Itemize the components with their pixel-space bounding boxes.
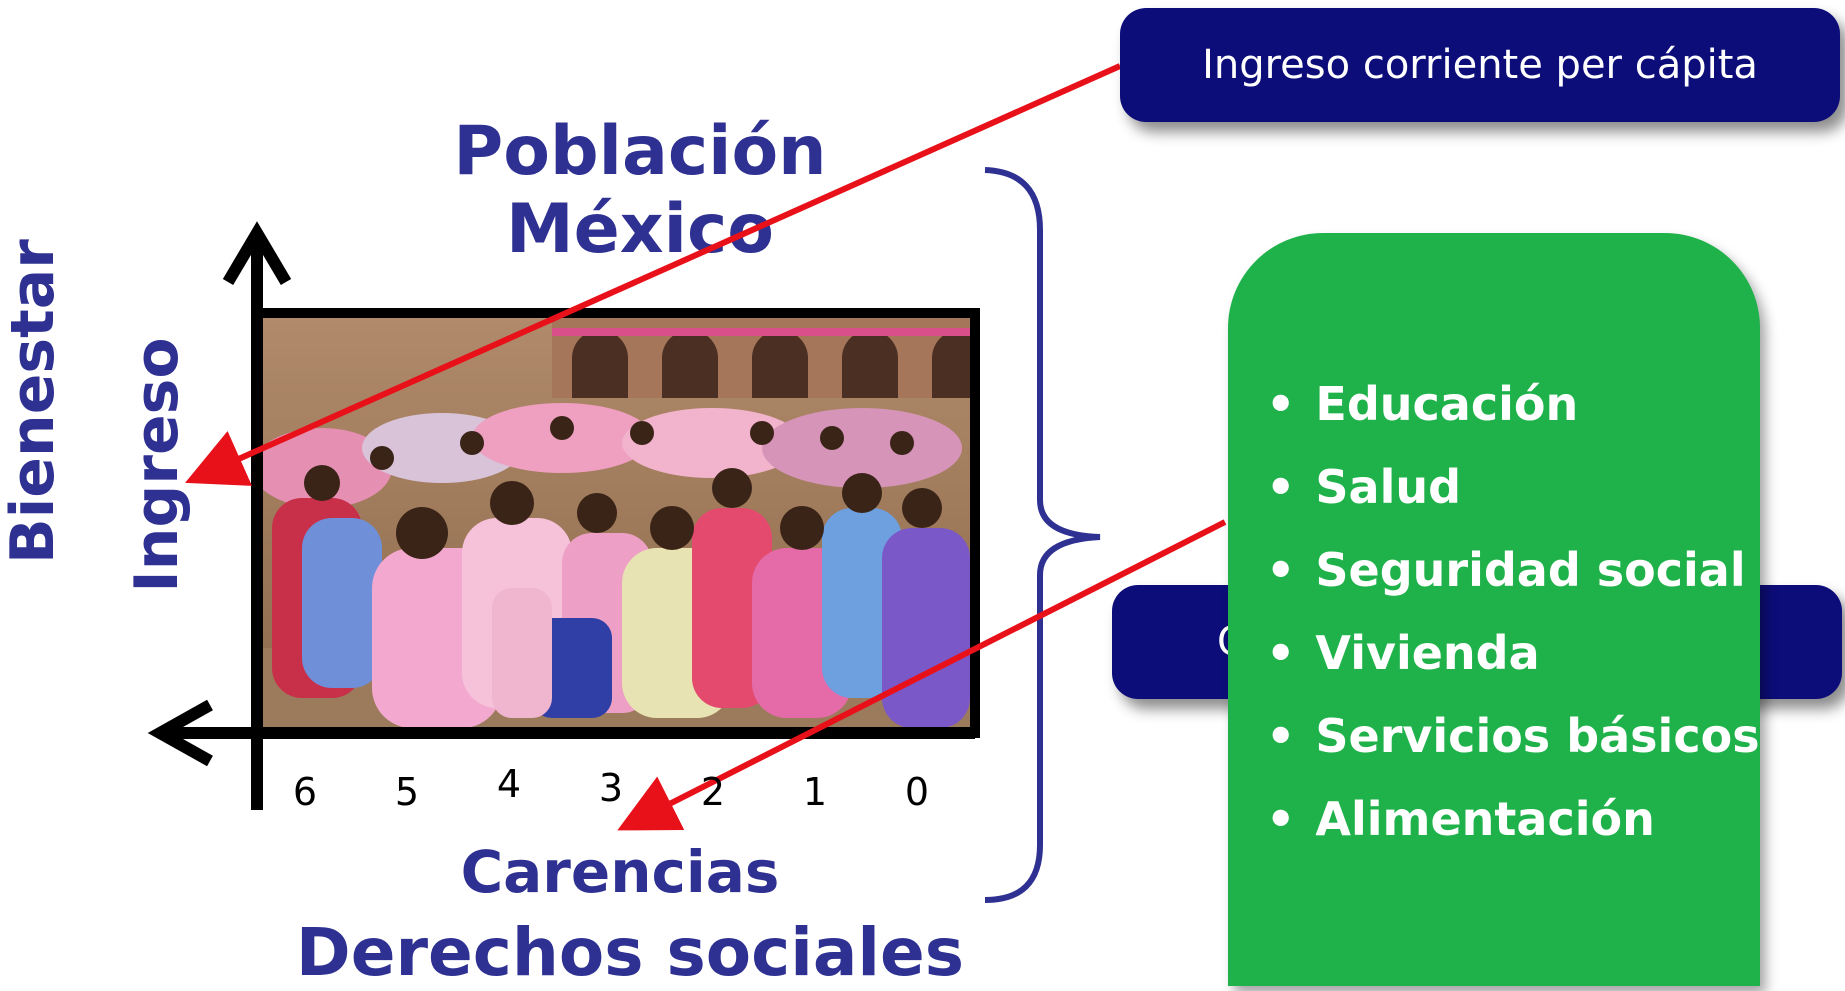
list-item: Servicios básicos — [1266, 695, 1759, 778]
list-item: Alimentación — [1266, 778, 1760, 861]
social-rights-list: Educación Salud Seguridad social Viviend… — [1266, 363, 1760, 861]
population-photo — [262, 318, 970, 728]
population-title-line1: Población — [453, 112, 827, 191]
y-axis-arrowhead — [222, 221, 292, 286]
photo-frame — [252, 308, 980, 738]
income-box: Ingreso corriente per cápita — [1120, 8, 1840, 122]
list-item: Educación — [1266, 363, 1760, 446]
list-item: Seguridad social — [1266, 529, 1760, 612]
x-axis-arrowhead — [147, 699, 213, 767]
x-tick: 1 — [802, 770, 828, 814]
list-item: Salud — [1266, 446, 1760, 529]
income-link-arrow — [185, 63, 1122, 486]
x-tick: 6 — [292, 770, 318, 814]
right-brace — [984, 167, 1101, 903]
x-tick: 3 — [598, 766, 624, 810]
social-rights-list-box: Educación Salud Seguridad social Viviend… — [1228, 233, 1760, 986]
x-tick: 5 — [394, 770, 420, 814]
population-title-line2: México — [506, 190, 774, 269]
crowd-illustration — [262, 318, 970, 728]
x-tick: 4 — [496, 762, 522, 806]
population-title: Población México — [380, 118, 900, 264]
x-tick: 0 — [904, 770, 930, 814]
rights-link-arrow — [617, 519, 1227, 831]
x-axis-ticks: 6 5 4 3 2 1 0 — [285, 762, 955, 820]
x-axis-inner-label: Carencias — [460, 838, 780, 906]
income-box-label: Ingreso corriente per cápita — [1202, 42, 1758, 88]
x-tick: 2 — [700, 770, 726, 814]
list-item: Vivienda — [1266, 612, 1760, 695]
x-axis-outer-label: Derechos sociales — [295, 914, 965, 991]
